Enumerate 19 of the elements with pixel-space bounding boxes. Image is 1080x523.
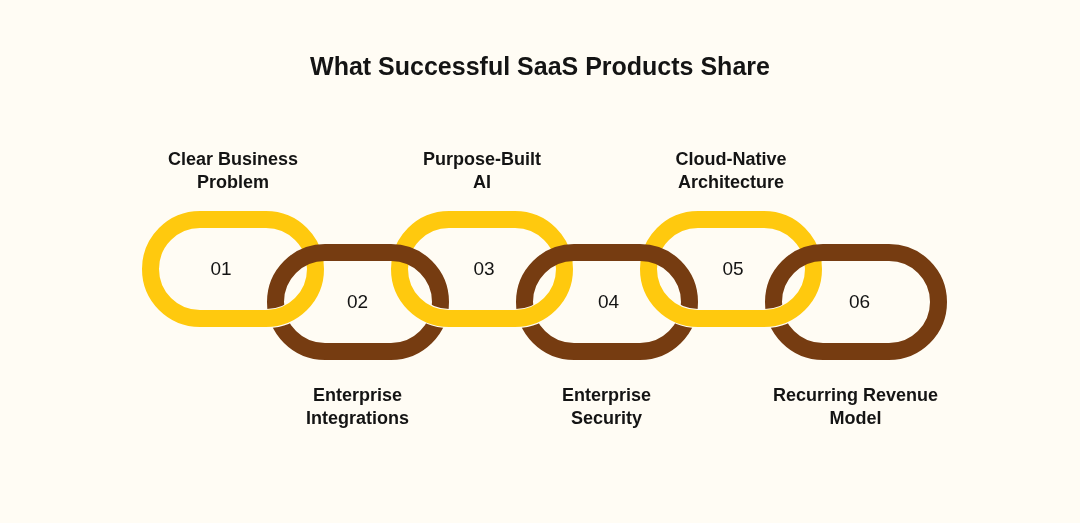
step-number: 05 (722, 258, 744, 280)
step-label: Cloud-Native Architecture (674, 148, 788, 194)
chain-link (142, 211, 324, 327)
step-label: Enterprise Integrations (305, 384, 410, 430)
chain-link (640, 211, 822, 327)
chain-link (515, 244, 698, 360)
step-label: Purpose-Built AI (422, 148, 542, 194)
step-number: 03 (473, 258, 495, 280)
title: What Successful SaaS Products Share (310, 51, 770, 82)
step-label: Clear Business Problem (166, 148, 300, 194)
step-number: 04 (597, 291, 620, 313)
step-label: Enterprise Security (560, 384, 652, 430)
step-number: 06 (848, 291, 871, 313)
chain-link (266, 244, 449, 360)
step-number: 02 (346, 291, 369, 313)
step-number: 01 (210, 258, 232, 280)
chain-link (764, 244, 947, 360)
step-label: Recurring Revenue Model (771, 384, 940, 430)
chain-link (391, 211, 573, 327)
